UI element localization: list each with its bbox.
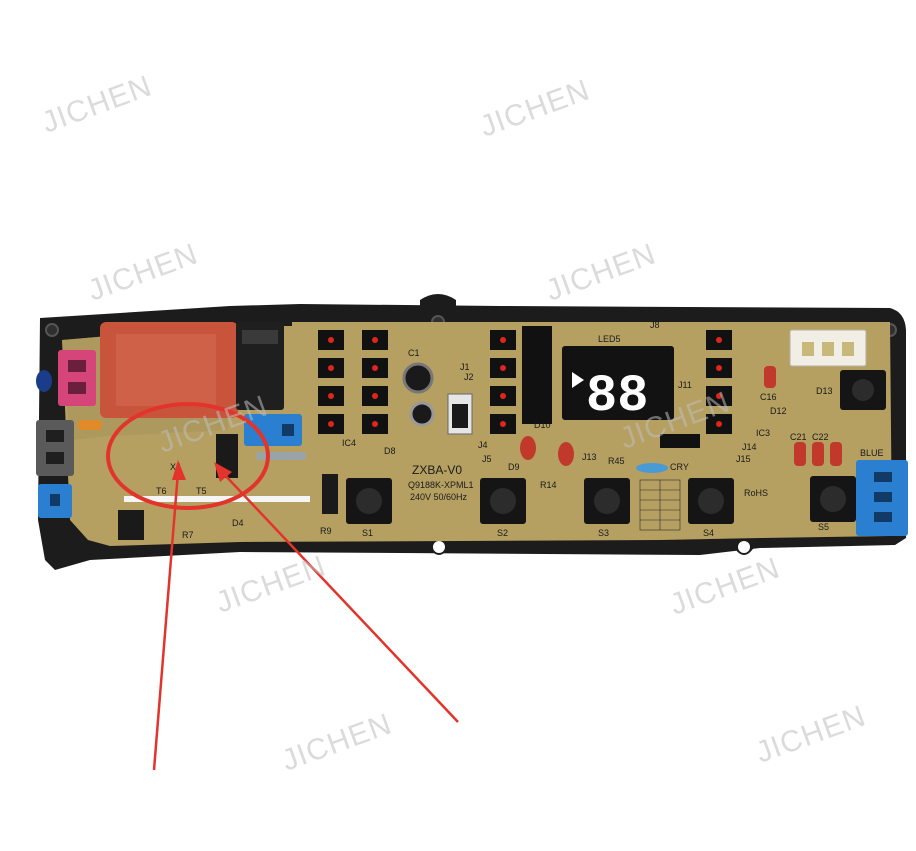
label-r9: R9 [320,526,332,536]
red-capacitor-6 [830,442,842,466]
white-connector-pin-2 [822,342,834,356]
label-d12: D12 [770,406,787,416]
spec-grid [639,479,681,531]
label-t5: T5 [196,486,207,496]
transformer-face [116,334,216,406]
label-d13: D13 [816,386,833,396]
orange-capacitor [78,420,102,430]
blue-connector-right-pin-3 [874,512,892,522]
annotation-arrow-left [152,471,180,771]
label-c21: C21 [790,432,807,442]
tact-switch-s2 [480,478,526,524]
led-group-3 [706,330,732,434]
blue-connector-right-pin-2 [874,492,892,502]
label-c16: C16 [760,392,777,402]
label-j13: J13 [582,452,597,462]
label-blue: BLUE [860,448,884,458]
label-rohs: RoHS [744,488,768,498]
label-d8: D8 [384,446,396,456]
white-connector-pin-3 [842,342,854,356]
black-component-lower-left [118,510,144,540]
tact-switch-s4 [688,478,734,524]
seven-segment-display [562,346,674,420]
ic3-chip [660,434,700,448]
label-s1: S1 [362,528,373,538]
blue-connector-mid-pin [282,424,294,436]
electrolytic-capacitor-1 [402,362,434,394]
red-capacitor-4 [794,442,806,466]
tact-switch-s3 [584,478,630,524]
label-r45: R45 [608,456,625,466]
blue-capacitor-small [36,370,52,392]
label-s5: S5 [818,522,829,532]
mount-hole-bottom [433,541,445,553]
label-s2: S2 [497,528,508,538]
blue-connector-left-pin [50,494,60,506]
black-ic-tall [522,326,552,424]
label-s4: S4 [703,528,714,538]
tact-switch-s5 [810,476,856,522]
mount-hole-bottom-right [738,541,750,553]
label-c1: C1 [408,348,420,358]
tact-switch-s6-cap [852,379,874,401]
blue-connector-right-pin-1 [874,472,892,482]
red-capacitor-3 [764,366,776,388]
label-c22: C22 [812,432,829,442]
label-r14: R14 [540,480,557,490]
label-ic3: IC3 [756,428,770,438]
label-j11: J11 [678,380,692,390]
electrolytic-capacitor-2 [409,401,435,427]
black-component-r9 [322,474,338,514]
pink-connector-pin-2 [68,382,86,394]
crystal [636,463,668,473]
voltage-regulator-body [452,404,468,428]
white-wire-strip [124,496,310,502]
label-d9: D9 [508,462,520,472]
relay-top [242,330,278,344]
label-d10: D10 [534,420,551,430]
label-x4: X4 [170,462,181,472]
white-connector-pin-1 [802,342,814,356]
label-led5: LED5 [598,334,621,344]
label-t6: T6 [156,486,167,496]
pink-connector-pin-1 [68,360,86,372]
grey-connector [36,420,74,476]
red-capacitor-5 [812,442,824,466]
pink-connector [58,350,96,406]
annotation-arrowhead-left [172,460,186,480]
label-j2: J2 [464,372,474,382]
label-d4: D4 [232,518,244,528]
label-j4: J4 [478,440,488,450]
label-j5: J5 [482,454,492,464]
led-group-1 [318,330,388,434]
annotation-circle [106,402,270,510]
display-arrow [572,372,584,388]
label-j14: J14 [742,442,757,452]
tact-switch-s1 [346,478,392,524]
red-capacitor-1 [520,436,536,460]
resistor-striped [256,452,306,460]
red-capacitor-2 [558,442,574,466]
grey-connector-pin-1 [46,430,64,442]
label-rating: 240V 50/60Hz [410,492,468,502]
annotation-arrowhead-right [214,462,232,482]
label-s3: S3 [598,528,609,538]
label-ic4: IC4 [342,438,356,448]
frame-tab-left [420,294,456,310]
label-j8: J8 [650,320,660,330]
label-model: ZXBA-V0 [412,463,462,477]
label-part-no: Q9188K-XPML1 [408,480,474,490]
blue-connector-mid [244,414,302,446]
grey-connector-pin-2 [46,452,64,464]
annotation-arrow-right [221,471,459,723]
label-r7: R7 [182,530,194,540]
mount-hole-left [45,323,59,337]
label-j1: J1 [460,362,470,372]
display-digits: 88 [586,367,648,426]
label-cry: CRY [670,462,689,472]
label-j15: J15 [736,454,751,464]
led-group-2 [490,330,516,434]
